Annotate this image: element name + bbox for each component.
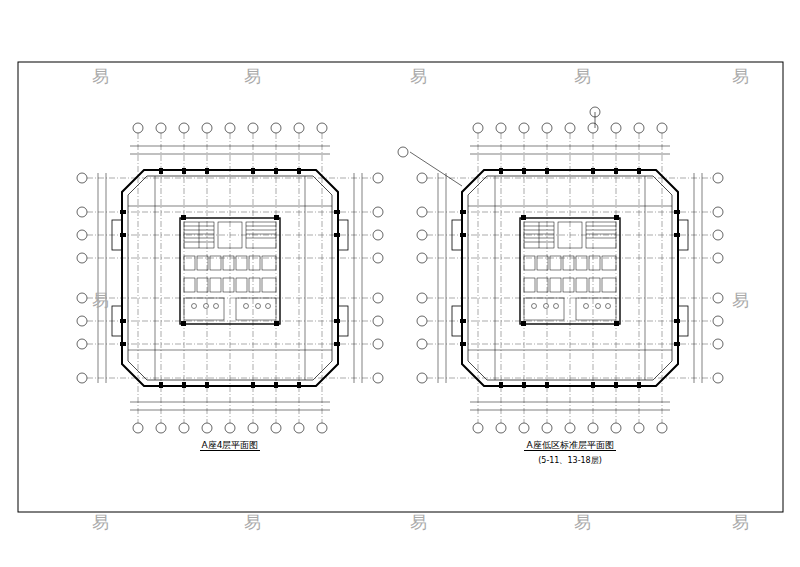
watermark: 易: [732, 513, 749, 532]
plan-title: A座低区标准层平面图: [524, 441, 615, 452]
watermark: 易: [92, 291, 109, 310]
watermark: 易: [92, 67, 109, 86]
watermark: 易: [410, 67, 427, 86]
watermark: 易: [244, 67, 261, 86]
watermark: 易: [410, 513, 427, 532]
watermark: 易: [574, 513, 591, 532]
floor-range: (5-11、13-18层): [536, 457, 604, 466]
watermark: 易: [574, 67, 591, 86]
watermark: 易: [732, 67, 749, 86]
plan-title: A座4层平面图: [200, 441, 261, 452]
watermark: 易: [732, 291, 749, 310]
watermark: 易: [244, 513, 261, 532]
watermark: 易: [92, 513, 109, 532]
